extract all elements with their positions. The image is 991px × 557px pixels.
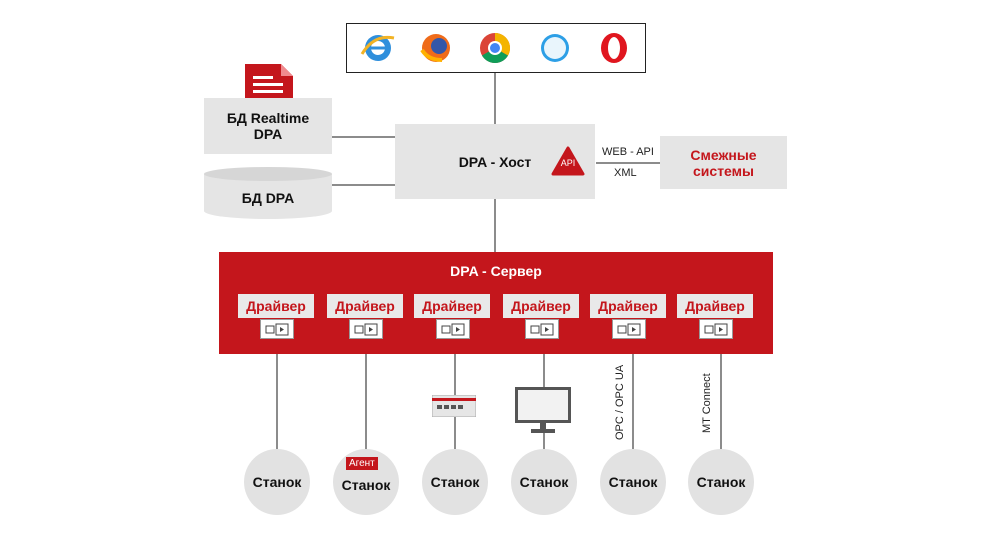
driver-5: Драйвер <box>590 294 666 318</box>
line-browsers-host <box>494 72 496 124</box>
db-cylinder-shape <box>204 167 332 219</box>
machine-5: Станок <box>600 449 666 515</box>
machine-1: Станок <box>244 449 310 515</box>
driver-plug-icon <box>612 319 646 339</box>
db-realtime-box: БД Realtime DPA <box>204 98 332 154</box>
driver-4: Драйвер <box>503 294 579 318</box>
chrome-icon <box>480 32 511 64</box>
driver-1: Драйвер <box>238 294 314 318</box>
driver-plug-icon <box>260 319 294 339</box>
mt-connect-label: MT Connect <box>701 373 713 433</box>
document-icon <box>245 64 293 100</box>
line-db-host <box>332 184 395 186</box>
server-title: DPA - Сервер <box>450 263 542 279</box>
browser-bar <box>346 23 646 73</box>
opc-label: OPC / OPC UA <box>614 364 626 440</box>
monitor-icon <box>515 387 571 433</box>
machine-3: Станок <box>422 449 488 515</box>
driver-6: Драйвер <box>677 294 753 318</box>
line-realtime-host <box>332 136 395 138</box>
driver-3: Драйвер <box>414 294 490 318</box>
driver-2: Драйвер <box>327 294 403 318</box>
web-api-label: WEB - API <box>602 146 654 158</box>
driver-plug-icon <box>349 319 383 339</box>
line-machine-1 <box>276 354 278 449</box>
safari-icon <box>541 34 569 62</box>
host-label: DPA - Хост <box>458 153 532 170</box>
line-host-server <box>494 199 496 253</box>
opera-icon <box>601 33 627 63</box>
firefox-icon <box>420 34 450 62</box>
line-machine-5 <box>632 354 634 449</box>
related-systems-box: Смежные системы <box>660 136 787 189</box>
line-machine-2 <box>365 354 367 452</box>
agent-badge: Агент <box>346 457 378 470</box>
api-badge-label: API <box>560 158 576 168</box>
card-reader-icon <box>432 395 476 417</box>
browser-icons <box>360 32 627 64</box>
ie-icon <box>360 35 395 61</box>
machine-4: Станок <box>511 449 577 515</box>
xml-label: XML <box>614 167 637 179</box>
db-realtime-line1: БД Realtime <box>226 110 310 126</box>
line-machine-6 <box>720 354 722 449</box>
related-line2: системы <box>693 162 754 179</box>
api-triangle-icon <box>551 146 585 176</box>
related-line1: Смежные <box>690 146 757 163</box>
driver-plug-icon <box>699 319 733 339</box>
machine-6: Станок <box>688 449 754 515</box>
driver-plug-icon <box>525 319 559 339</box>
db-realtime-line2: DPA <box>253 126 283 142</box>
line-host-related <box>596 162 660 164</box>
driver-plug-icon <box>436 319 470 339</box>
db-dpa-label: БД DPA <box>241 190 295 206</box>
